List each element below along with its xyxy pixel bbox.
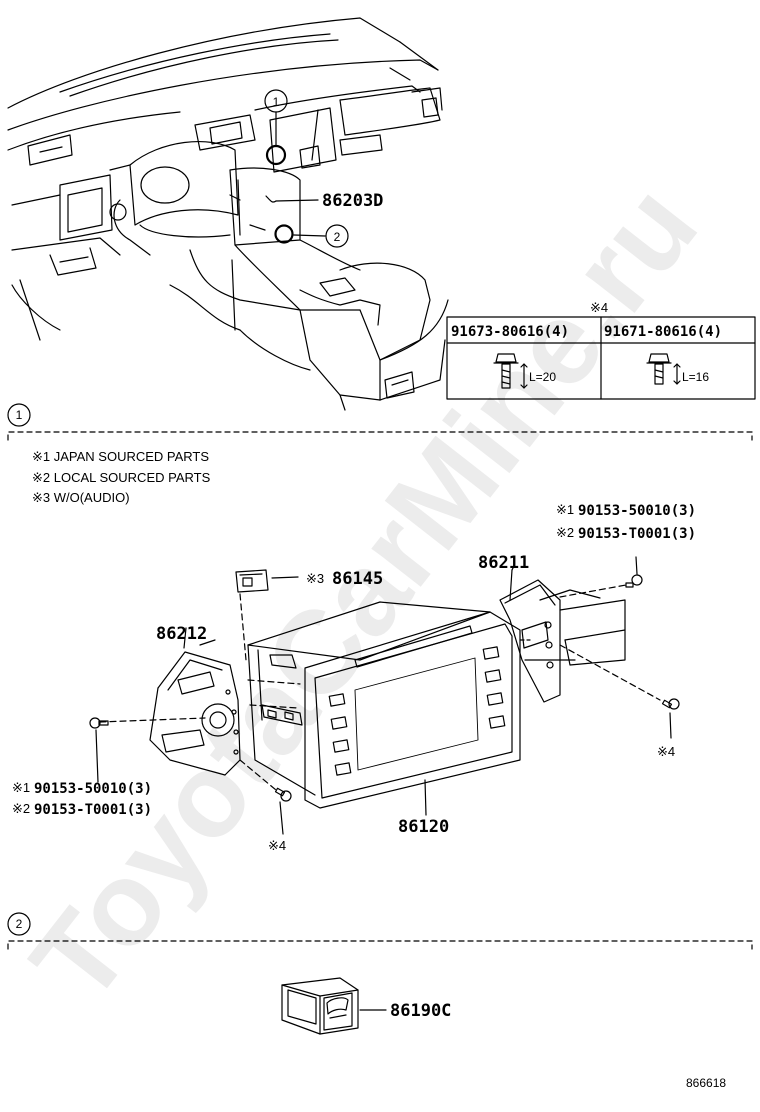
- leader-86203D: [276, 200, 318, 201]
- legend-local-sourced: ※2 LOCAL SOURCED PARTS: [32, 470, 211, 485]
- part-86145-clip: [236, 570, 298, 660]
- screw-left-part-2: 90153-T0001(3): [34, 802, 152, 818]
- screw-right-mark-2: ※2: [556, 525, 574, 540]
- screw-bottom: [276, 788, 291, 834]
- screw-right-mark-1: ※1: [556, 502, 574, 517]
- callout-1: [265, 90, 287, 164]
- part-86212-bracket: [100, 628, 300, 790]
- section-2-label: 2: [16, 917, 23, 931]
- callout-2: [276, 225, 349, 247]
- bolt-length-1: L=20: [529, 370, 556, 384]
- dashboard-illustration: [8, 18, 448, 410]
- bolt-table: [447, 317, 755, 399]
- part-label-86203D: 86203D: [322, 191, 383, 211]
- mark-3-label: ※3: [306, 571, 324, 586]
- screw-right-part-2: 90153-T0001(3): [578, 526, 696, 542]
- bolt-icon-l16: [647, 354, 680, 384]
- screw-right-top: [626, 557, 642, 587]
- part-label-86190C: 86190C: [390, 1001, 451, 1021]
- mark-4-right: ※4: [657, 744, 675, 759]
- bolt-length-2: L=16: [682, 370, 709, 384]
- section-1-border: [8, 404, 752, 440]
- screw-left-part-1: 90153-50010(3): [34, 781, 152, 797]
- part-label-86212: 86212: [156, 624, 207, 644]
- bolt-table-mark: ※4: [590, 300, 608, 315]
- callout-1-label: 1: [273, 95, 280, 109]
- part-86120-head-unit: [248, 602, 520, 815]
- diagram-id: 866618: [686, 1076, 726, 1090]
- part-label-86120: 86120: [398, 817, 449, 837]
- part-86211-bracket: [500, 566, 660, 702]
- watermark: ToyotaCarMine.ru: [6, 161, 722, 1026]
- screw-left-mark-1: ※1: [12, 780, 30, 795]
- part-label-86211: 86211: [478, 553, 529, 573]
- callout-2-label: 2: [334, 230, 341, 244]
- screw-left: [90, 718, 108, 782]
- bolt-part-2: 91671-80616(4): [604, 324, 722, 340]
- screw-right-bottom: [663, 699, 679, 738]
- section-1-label: 1: [16, 408, 23, 422]
- part-label-86145: 86145: [332, 569, 383, 589]
- part-86190C-switch: [282, 978, 386, 1034]
- mark-4-bottom: ※4: [268, 838, 286, 853]
- legend-japan-sourced: ※1 JAPAN SOURCED PARTS: [32, 449, 209, 464]
- legend-wo-audio: ※3 W/O(AUDIO): [32, 490, 130, 505]
- bolt-part-1: 91673-80616(4): [451, 324, 569, 340]
- screw-right-part-1: 90153-50010(3): [578, 503, 696, 519]
- bolt-icon-l20: [494, 354, 527, 388]
- screw-left-mark-2: ※2: [12, 801, 30, 816]
- section-2-border: [8, 913, 752, 949]
